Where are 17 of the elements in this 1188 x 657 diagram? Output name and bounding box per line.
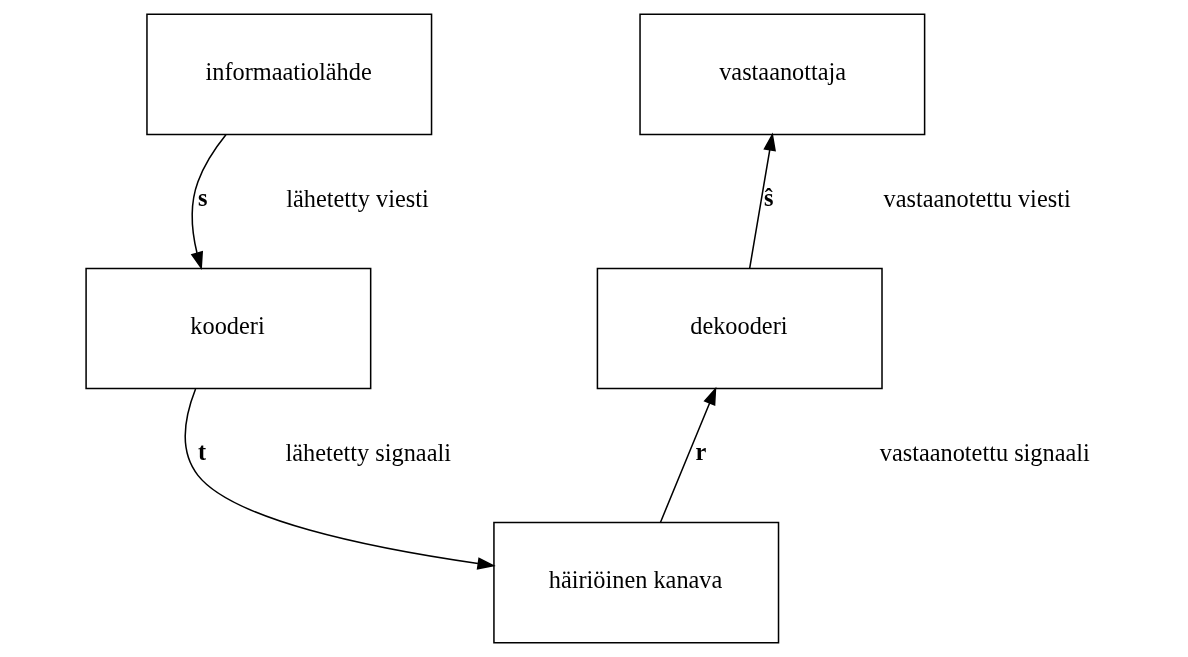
label: vastaanotettu viesti [883,185,1071,213]
arrow [659,386,717,523]
edge-label: s [197,183,208,211]
node-box: kooderi [85,267,372,390]
label: vastaanotettu signaali [879,439,1090,467]
node-box: dekooderi [596,267,883,390]
label: lähetetty signaali [285,439,451,467]
edge-label: t [197,437,207,465]
node-box: informaatiolähde [146,13,433,136]
edge-label: ŝ [764,183,774,211]
node-box: häiriöinen kanava [493,521,780,644]
label: lähetetty viesti [286,185,429,213]
node-box: vastaanottaja [639,13,926,136]
arrow [184,388,496,570]
arrow [190,133,227,271]
arrow [748,132,776,269]
edge-label: r [695,437,707,465]
